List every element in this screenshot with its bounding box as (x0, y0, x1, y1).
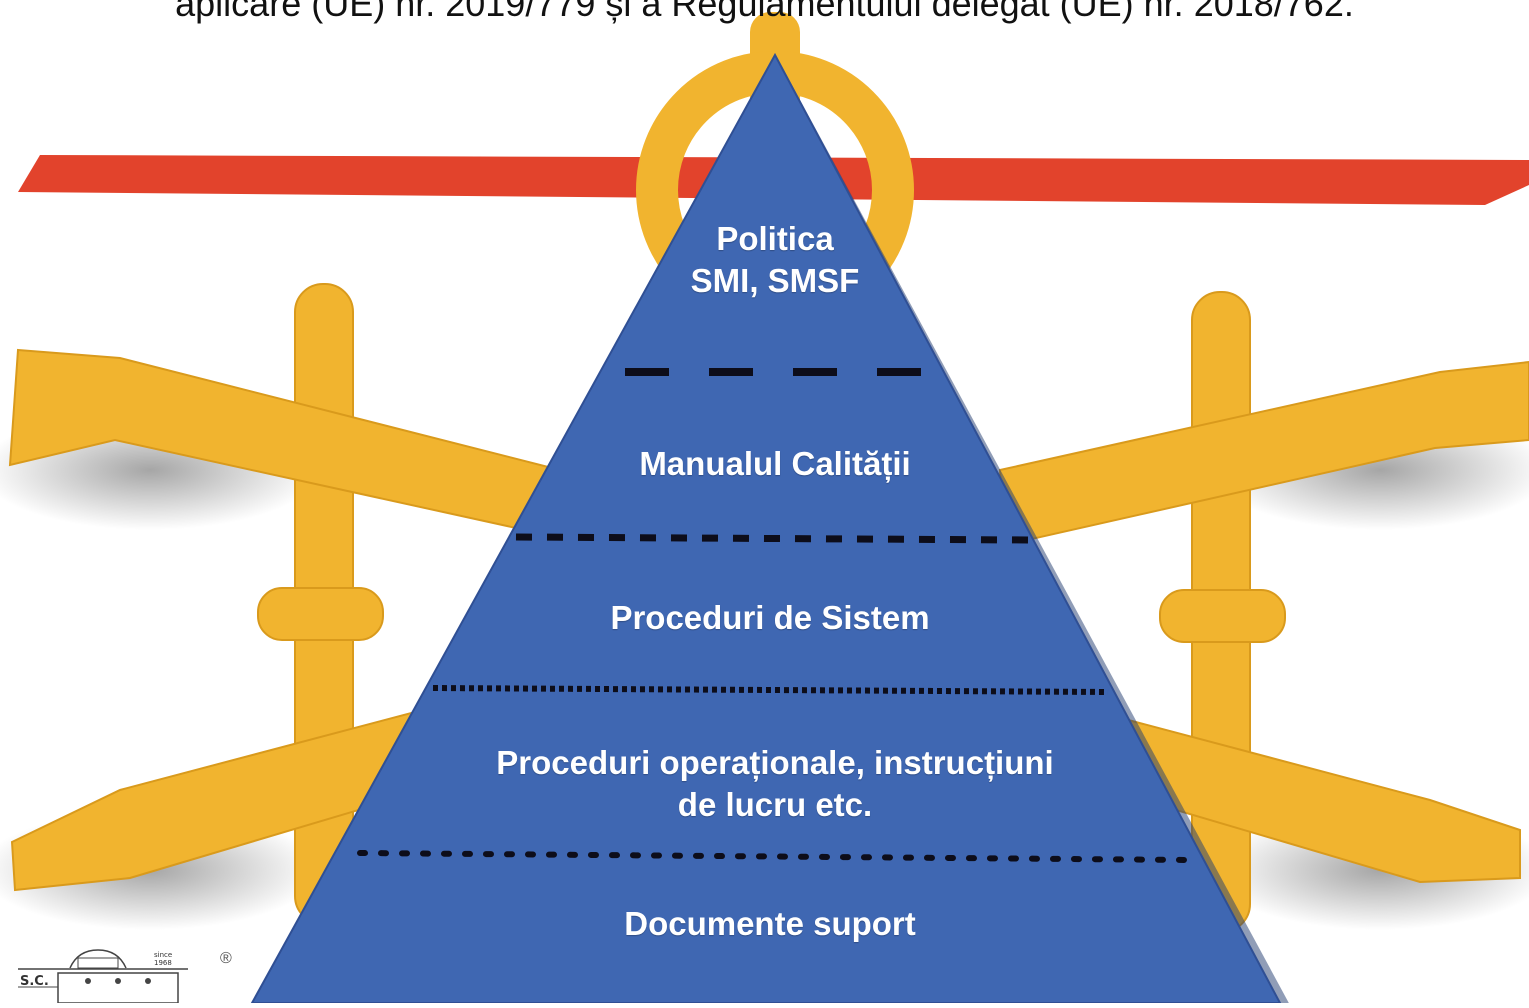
tier-line: Manualul Calității (639, 445, 911, 482)
tier-line: Proceduri de Sistem (610, 599, 930, 636)
tier-label-operational-procedures: Proceduri operaționale, instrucțiuni de … (420, 742, 1130, 826)
divider-dotted-dense (432, 685, 1109, 695)
caption-text: aplicare (UE) nr. 2019/779 și a Regulame… (175, 0, 1354, 24)
tier-label-support-documents: Documente suport (470, 903, 1070, 945)
logo-letters: S.C. (20, 974, 49, 989)
tier-label-system-procedures: Proceduri de Sistem (470, 597, 1070, 639)
company-logo: S.C. since 1968 (18, 948, 188, 1004)
tier-line: Proceduri operaționale, instrucțiuni (496, 744, 1054, 781)
divider-dotted-sparse (357, 850, 1193, 863)
tier-line: SMI, SMSF (690, 262, 860, 299)
tier-line: de lucru etc. (677, 786, 873, 823)
tier-line: Documente suport (624, 905, 916, 942)
tier-label-policy: Politica SMI, SMSF (575, 218, 975, 302)
logo-since: since 1968 (154, 951, 173, 967)
gold-left-structure (8, 283, 562, 925)
divider-dashed-medium (515, 533, 1029, 544)
tier-line: Politica (716, 220, 834, 257)
registered-mark: ® (220, 950, 232, 967)
tier-label-quality-manual: Manualul Calității (515, 443, 1035, 485)
